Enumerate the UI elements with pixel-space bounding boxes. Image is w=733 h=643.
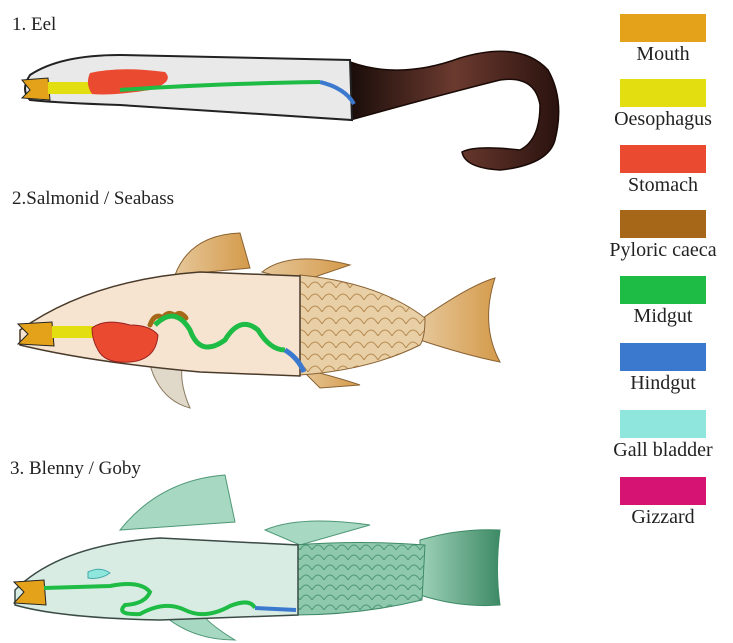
midgut-swatch: [620, 276, 706, 304]
legend-item-midgut: Midgut: [596, 276, 730, 328]
salmonid-dorsal-fin-1: [175, 233, 250, 275]
gall-bladder-swatch: [620, 410, 706, 438]
legend-item-oesophagus: Oesophagus: [596, 79, 730, 131]
goby-dorsal-fin-2: [265, 521, 370, 545]
mouth-swatch: [620, 14, 706, 42]
goby-tail: [420, 530, 500, 606]
legend-item-hindgut: Hindgut: [596, 343, 730, 395]
goby-dorsal-fin-1: [120, 475, 235, 530]
oesophagus-label: Oesophagus: [596, 108, 730, 131]
midgut-label: Midgut: [596, 305, 730, 328]
legend-item-gizzard: Gizzard: [596, 477, 730, 529]
salmonid-tail: [420, 278, 500, 362]
salmonid-diagram: [18, 233, 500, 408]
goby-hindgut: [255, 608, 296, 610]
eel-diagram: [22, 51, 559, 170]
salmonid-oesophagus: [52, 326, 96, 338]
pyloric-caeca-label: Pyloric caeca: [596, 239, 730, 262]
goby-scaled-body: [295, 543, 425, 616]
hindgut-swatch: [620, 343, 706, 371]
mouth-label: Mouth: [596, 43, 730, 66]
salmonid-scaled-body: [300, 275, 425, 375]
pyloric-caeca-swatch: [620, 210, 706, 238]
goby-diagram: [14, 475, 500, 640]
legend-item-pyloric-caeca: Pyloric caeca: [596, 210, 730, 262]
gizzard-label: Gizzard: [596, 506, 730, 529]
eel-tail: [350, 51, 559, 170]
hindgut-label: Hindgut: [596, 372, 730, 395]
gall-bladder-label: Gall bladder: [596, 439, 730, 462]
legend-item-stomach: Stomach: [596, 145, 730, 197]
legend-item-gall-bladder: Gall bladder: [596, 410, 730, 462]
gizzard-swatch: [620, 477, 706, 505]
salmonid-pelvic-fin: [150, 365, 190, 408]
oesophagus-swatch: [620, 79, 706, 107]
legend-item-mouth: Mouth: [596, 14, 730, 66]
stomach-swatch: [620, 145, 706, 173]
salmonid-body: [20, 272, 300, 376]
stomach-label: Stomach: [596, 174, 730, 197]
